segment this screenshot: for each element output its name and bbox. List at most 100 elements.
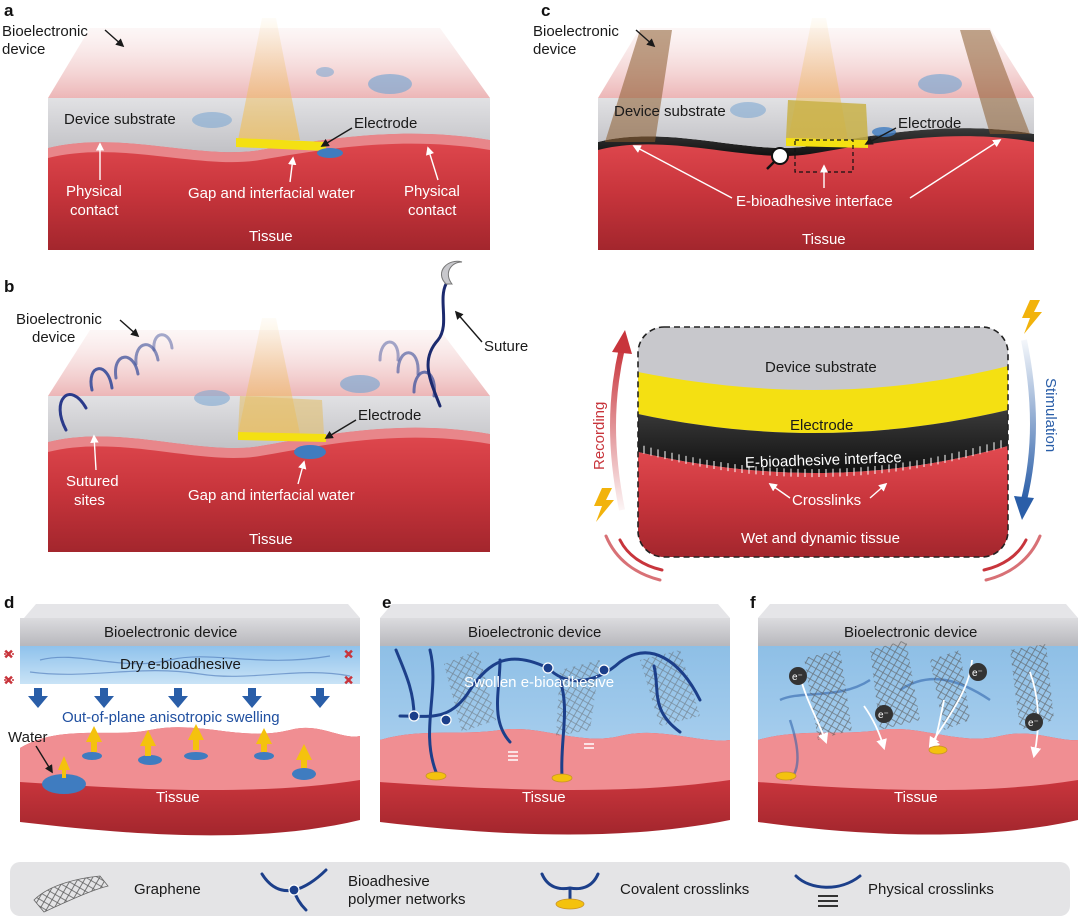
- zoom-label-interface: E-bioadhesive interface: [745, 449, 902, 471]
- dry-gel-d: [20, 646, 360, 684]
- lead-right-c: [960, 30, 1030, 134]
- legend-physical-icon: [794, 874, 862, 907]
- tissue-block-c: [598, 134, 1034, 250]
- label-device-a2: device: [2, 41, 45, 58]
- label-swelling: Out-of-plane anisotropic swelling: [62, 709, 280, 726]
- label-electrode-b: Electrode: [358, 407, 421, 424]
- zoom-electrode: [638, 366, 1008, 434]
- svg-text:✕: ✕: [344, 675, 353, 687]
- electron-label-2: e⁻: [878, 710, 889, 721]
- tissue-top-b: [48, 427, 490, 458]
- zoom-interface: [638, 410, 1008, 474]
- legend-box: [10, 862, 1070, 916]
- device-f: [758, 618, 1078, 646]
- svg-text:✕: ✕: [4, 675, 13, 687]
- label-tissue-f: Tissue: [894, 789, 938, 806]
- covalent-crosslinks-f: [775, 745, 948, 781]
- recording-arrow: [610, 347, 625, 511]
- label-contact-l2: contact: [70, 202, 119, 219]
- panel-d: d ✕ ✕ ✕ ✕: [3, 593, 360, 836]
- water-droplets-d: [42, 752, 316, 794]
- svg-text:✕: ✕: [4, 649, 13, 661]
- lightning-icon-bottom: [594, 488, 614, 522]
- panel-e: e: [380, 593, 730, 835]
- cell-c2: [730, 102, 766, 118]
- tissue-block-a: [48, 133, 490, 250]
- label-tissue-e: Tissue: [522, 789, 566, 806]
- panel-label-a: a: [4, 1, 14, 20]
- zoom-frame: [637, 326, 1009, 558]
- stimulation-arrow-head: [1014, 496, 1034, 520]
- legend: Graphene Bioadhesive polymer networks Co…: [10, 862, 1070, 916]
- cell-c3: [872, 127, 896, 137]
- panel-a: a Bioelectronic device Device substrate …: [2, 1, 490, 250]
- label-tissue-d: Tissue: [156, 789, 200, 806]
- zoom-label-substrate: Device substrate: [765, 359, 877, 376]
- panel-label-e: e: [382, 593, 391, 612]
- label-suture: Suture: [484, 338, 528, 355]
- panel-label-d: d: [4, 593, 14, 612]
- label-recording: Recording: [591, 402, 608, 470]
- crosslink-ticks: [643, 440, 1002, 478]
- cell-a2: [192, 112, 232, 128]
- label-interface-c: E-bioadhesive interface: [736, 193, 893, 210]
- water-arrows-d: [58, 724, 312, 778]
- water-gap-b: [294, 445, 326, 459]
- panel-c: c Bioelectronic device Device substrate …: [533, 1, 1034, 250]
- label-device-e: Bioelectronic device: [468, 624, 601, 641]
- tissue-block-b: [48, 427, 490, 552]
- tissue-top-a: [48, 133, 490, 163]
- device-d: [20, 618, 360, 646]
- label-sutured2: sites: [74, 492, 105, 509]
- magnifier-icon: [771, 147, 789, 165]
- network-nodes-e: [408, 662, 610, 726]
- panel-label-c: c: [541, 1, 550, 20]
- electrode-b: [238, 432, 326, 442]
- beam-a: [238, 18, 300, 140]
- pad-b: [238, 396, 324, 434]
- electrode-a: [236, 138, 326, 151]
- lightning-icon-top: [1022, 300, 1042, 334]
- label-device-c2: device: [533, 41, 576, 58]
- interface-band-c: [598, 128, 1034, 156]
- device-e: [380, 618, 730, 646]
- electron-icons-f: [789, 663, 1043, 731]
- label-device-b: Bioelectronic: [16, 311, 102, 328]
- cell-b2: [194, 390, 230, 406]
- legend-covalent: Covalent crosslinks: [620, 881, 749, 898]
- label-substrate-a: Device substrate: [64, 111, 176, 128]
- label-device-d: Bioelectronic device: [104, 624, 237, 641]
- zoom-tissue: [638, 446, 1008, 557]
- recording-arrow-head: [612, 330, 632, 354]
- pad-c: [786, 100, 868, 140]
- label-water: Water: [8, 729, 47, 746]
- label-contact-r1: Physical: [404, 183, 460, 200]
- svg-text:✕: ✕: [344, 649, 353, 661]
- device-top-f: [758, 604, 1078, 618]
- electron-label-1: e⁻: [792, 672, 803, 683]
- label-tissue-c: Tissue: [802, 231, 846, 248]
- label-stimulation: Stimulation: [1042, 378, 1059, 452]
- panel-label-f: f: [750, 593, 756, 612]
- polymer-network-e: [394, 648, 702, 778]
- zoom-label-electrode: Electrode: [790, 417, 853, 434]
- panel-b: b Bioelectronic device Suture: [4, 260, 528, 552]
- label-tissue-a: Tissue: [249, 228, 293, 245]
- panel-label-b: b: [4, 277, 14, 296]
- device-top-d: [24, 604, 360, 618]
- device-top-e: [380, 604, 730, 618]
- label-contact-r2: contact: [408, 202, 457, 219]
- motion-arcs: [604, 534, 1042, 582]
- legend-graphene: Graphene: [134, 881, 201, 898]
- sutures-right: [378, 282, 448, 408]
- label-sutured1: Sutured: [66, 473, 119, 490]
- polymer-lines-d: [29, 655, 351, 677]
- panel-c-zoom: Device substrate Electrode E-bioadhesive…: [591, 300, 1059, 582]
- panel-f: f e⁻ e⁻ e⁻: [750, 593, 1078, 835]
- electron-label-4: e⁻: [1028, 718, 1039, 729]
- label-electrode-c: Electrode: [898, 115, 961, 132]
- label-tissue-b: Tissue: [249, 531, 293, 548]
- label-substrate-c: Device substrate: [614, 103, 726, 120]
- legend-covalent-icon: [540, 872, 600, 910]
